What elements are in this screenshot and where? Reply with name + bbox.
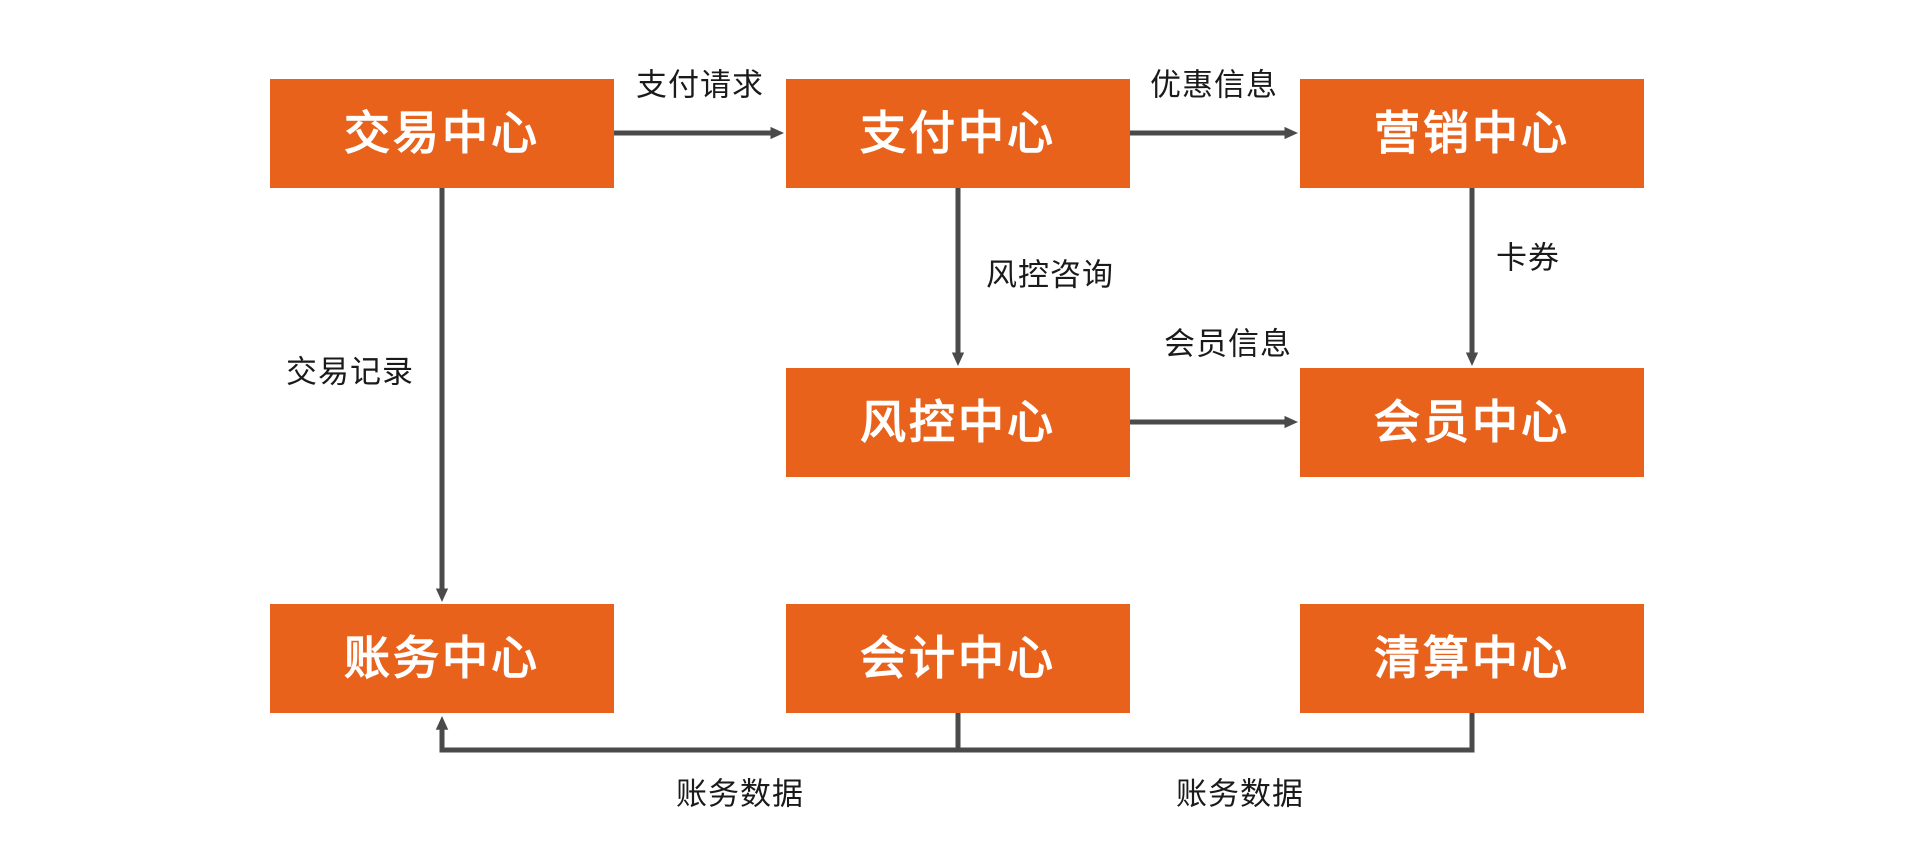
edge-label-payment-request: 支付请求 bbox=[636, 67, 764, 103]
node-marketing-center: 营销中心 bbox=[1300, 79, 1644, 188]
node-payment-center: 支付中心 bbox=[786, 79, 1130, 188]
node-member-center: 会员中心 bbox=[1300, 368, 1644, 477]
edge-label-transaction-record: 交易记录 bbox=[286, 354, 414, 390]
edge-label-risk-consult: 风控咨询 bbox=[986, 257, 1114, 293]
node-trade-center: 交易中心 bbox=[270, 79, 614, 188]
edge-label-account-data-left: 账务数据 bbox=[676, 776, 804, 812]
node-account-center: 账务中心 bbox=[270, 604, 614, 713]
edge-label-account-data-right: 账务数据 bbox=[1176, 776, 1304, 812]
node-accounting-center: 会计中心 bbox=[786, 604, 1130, 713]
node-risk-control-center: 风控中心 bbox=[786, 368, 1130, 477]
edge-label-member-info: 会员信息 bbox=[1164, 326, 1292, 362]
edge-label-coupon: 卡券 bbox=[1496, 240, 1560, 276]
edge-label-promo-info: 优惠信息 bbox=[1150, 67, 1278, 103]
node-clearing-center: 清算中心 bbox=[1300, 604, 1644, 713]
